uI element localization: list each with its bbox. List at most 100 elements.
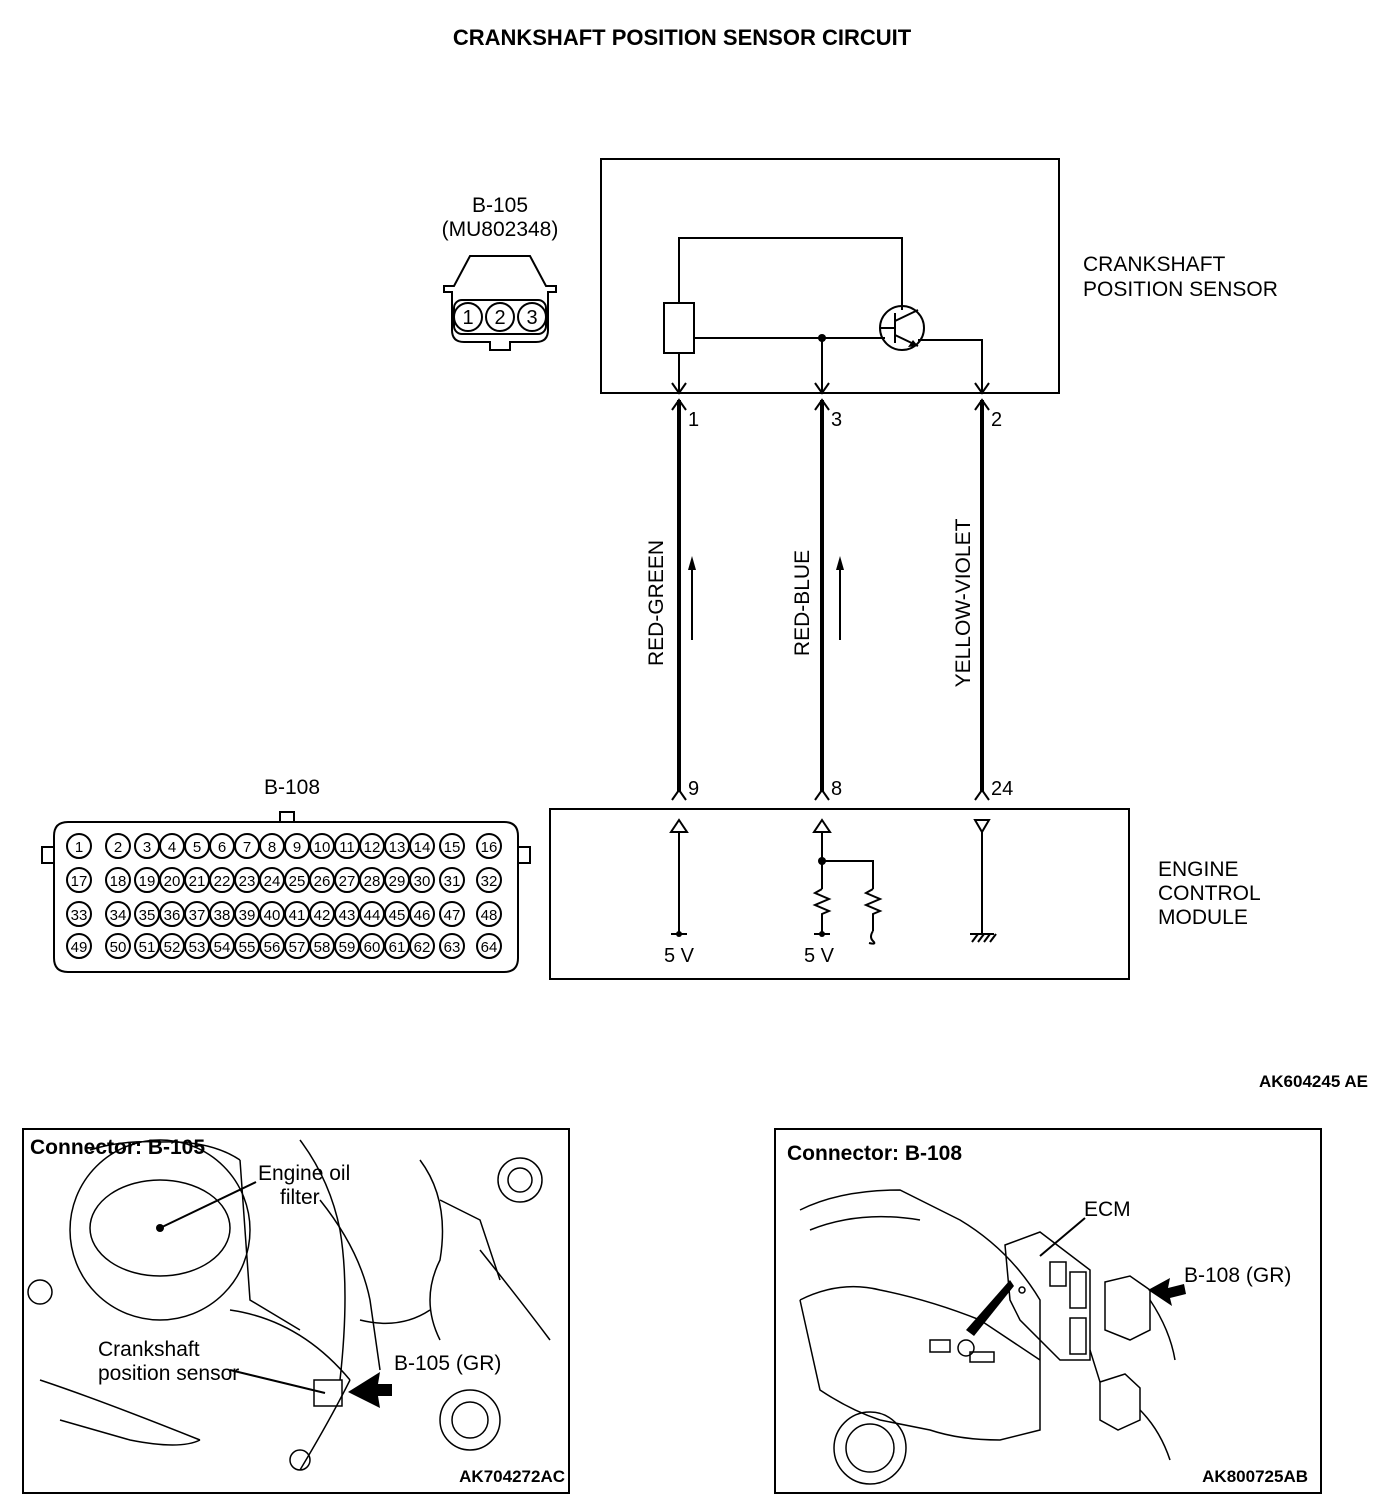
b108-pin-number: 32 <box>481 873 498 890</box>
b108-pin-number: 22 <box>214 873 231 890</box>
b108-pin-number: 39 <box>239 907 256 924</box>
diagram-title: CRANKSHAFT POSITION SENSOR CIRCUIT <box>453 25 912 50</box>
wire-color-yellow-violet: YELLOW-VIOLET <box>952 518 975 687</box>
b108-pin-number: 29 <box>389 873 406 890</box>
callout-b105: B-105 (GR) <box>394 1352 501 1375</box>
b108-pin-circle <box>409 867 435 893</box>
sensor-label-1: CRANKSHAFT <box>1083 253 1226 276</box>
sensor-pin-1: 1 <box>688 409 699 431</box>
b108-pin-number: 23 <box>239 873 256 890</box>
b108-pin-number: 48 <box>481 907 498 924</box>
callout-b108: B-108 (GR) <box>1184 1264 1291 1287</box>
harness-wires <box>671 398 990 801</box>
b108-pin-number: 41 <box>289 907 306 924</box>
b108-pin-number: 12 <box>364 839 381 856</box>
voltage-label-2: 5 V <box>804 945 835 967</box>
b108-pin-number: 58 <box>314 939 331 956</box>
b108-pin-number: 62 <box>414 939 431 956</box>
voltage-label-1: 5 V <box>664 945 695 967</box>
b108-pin-circle <box>439 867 465 893</box>
b108-pin-number: 64 <box>481 939 498 956</box>
b108-pin-circle <box>105 833 131 859</box>
b108-pin-number: 37 <box>189 907 206 924</box>
b108-pin-number: 49 <box>71 939 88 956</box>
b108-pin-number: 56 <box>264 939 281 956</box>
b108-pin-circle <box>439 933 465 959</box>
callout-sensor-2: position sensor <box>98 1362 239 1385</box>
b105-part: (MU802348) <box>442 218 559 241</box>
b108-pin-circle <box>476 901 502 927</box>
b108-pin-circle <box>439 901 465 927</box>
b108-pin-number: 19 <box>139 873 156 890</box>
b108-pin-circle <box>476 833 502 859</box>
callout-ecm: ECM <box>1084 1198 1131 1221</box>
b108-pin-circle <box>66 933 92 959</box>
b108-pin-number: 33 <box>71 907 88 924</box>
b108-pin-number: 8 <box>268 839 276 856</box>
b108-pin-number: 53 <box>189 939 206 956</box>
b108-pin-number: 15 <box>444 839 461 856</box>
b108-pin-number: 60 <box>364 939 381 956</box>
ecm-label-3: MODULE <box>1158 906 1248 929</box>
b108-pin-number: 35 <box>139 907 156 924</box>
b108-pin-number: 36 <box>164 907 181 924</box>
b108-pin-number: 1 <box>75 839 83 856</box>
b108-pin-circle <box>409 901 435 927</box>
b108-pin-number: 3 <box>143 839 151 856</box>
b105-pin-1: 1 <box>462 307 473 329</box>
b108-pin-number: 2 <box>114 839 122 856</box>
b108-pin-number: 18 <box>110 873 127 890</box>
panel-left-ref: AK704272AC <box>459 1467 565 1486</box>
sensor-box <box>600 158 1060 395</box>
b108-pin-number: 38 <box>214 907 231 924</box>
ecm-pin-8: 8 <box>831 778 842 800</box>
b108-pin-number: 5 <box>193 839 201 856</box>
b108-pin-number: 55 <box>239 939 256 956</box>
ecm-pin-9: 9 <box>688 778 699 800</box>
b105-pin-3: 3 <box>526 307 537 329</box>
b108-pin-number: 25 <box>289 873 306 890</box>
panel-right-ref: AK800725AB <box>1202 1467 1308 1486</box>
b108-pin-number: 50 <box>110 939 127 956</box>
b108-pin-circle <box>66 867 92 893</box>
b108-id: B-108 <box>264 776 320 799</box>
b108-pin-number: 44 <box>364 907 381 924</box>
ecm-box <box>549 808 1130 980</box>
b108-pin-circle <box>66 833 92 859</box>
b105-id: B-105 <box>472 194 528 217</box>
b108-pin-number: 10 <box>314 839 331 856</box>
b108-pin-number: 4 <box>168 839 176 856</box>
panel-right-title: Connector: B-108 <box>787 1142 962 1165</box>
callout-oil-filter-2: filter <box>280 1186 320 1209</box>
b108-pin-number: 16 <box>481 839 498 856</box>
b108-pin-number: 43 <box>339 907 356 924</box>
b108-pin-circle <box>105 901 131 927</box>
b105-pin-2: 2 <box>494 307 505 329</box>
sensor-pin-2: 2 <box>991 409 1002 431</box>
b108-pin-number: 57 <box>289 939 306 956</box>
ecm-pin-24: 24 <box>991 778 1013 800</box>
b108-pin-number: 34 <box>110 907 127 924</box>
sensor-label-2: POSITION SENSOR <box>1083 278 1278 301</box>
b108-pin-circle <box>66 901 92 927</box>
panel-b108-location <box>774 1128 1322 1494</box>
b108-pin-number: 9 <box>293 839 301 856</box>
b108-pin-number: 51 <box>139 939 156 956</box>
panel-b105-location <box>22 1128 570 1494</box>
b108-pin-number: 6 <box>218 839 226 856</box>
b108-pin-number: 52 <box>164 939 181 956</box>
b108-pin-number: 63 <box>444 939 461 956</box>
wire-color-red-blue: RED-BLUE <box>791 550 814 656</box>
b108-pin-circle <box>105 933 131 959</box>
diagram-ref: AK604245 AE <box>1259 1072 1368 1091</box>
b108-pin-number: 28 <box>364 873 381 890</box>
b108-pin-number: 46 <box>414 907 431 924</box>
b108-pin-number: 17 <box>71 873 88 890</box>
b108-pin-number: 45 <box>389 907 406 924</box>
b108-pin-number: 31 <box>444 873 461 890</box>
b108-pin-number: 11 <box>339 839 355 856</box>
b108-pin-circle <box>439 833 465 859</box>
b108-pin-number: 47 <box>444 907 461 924</box>
